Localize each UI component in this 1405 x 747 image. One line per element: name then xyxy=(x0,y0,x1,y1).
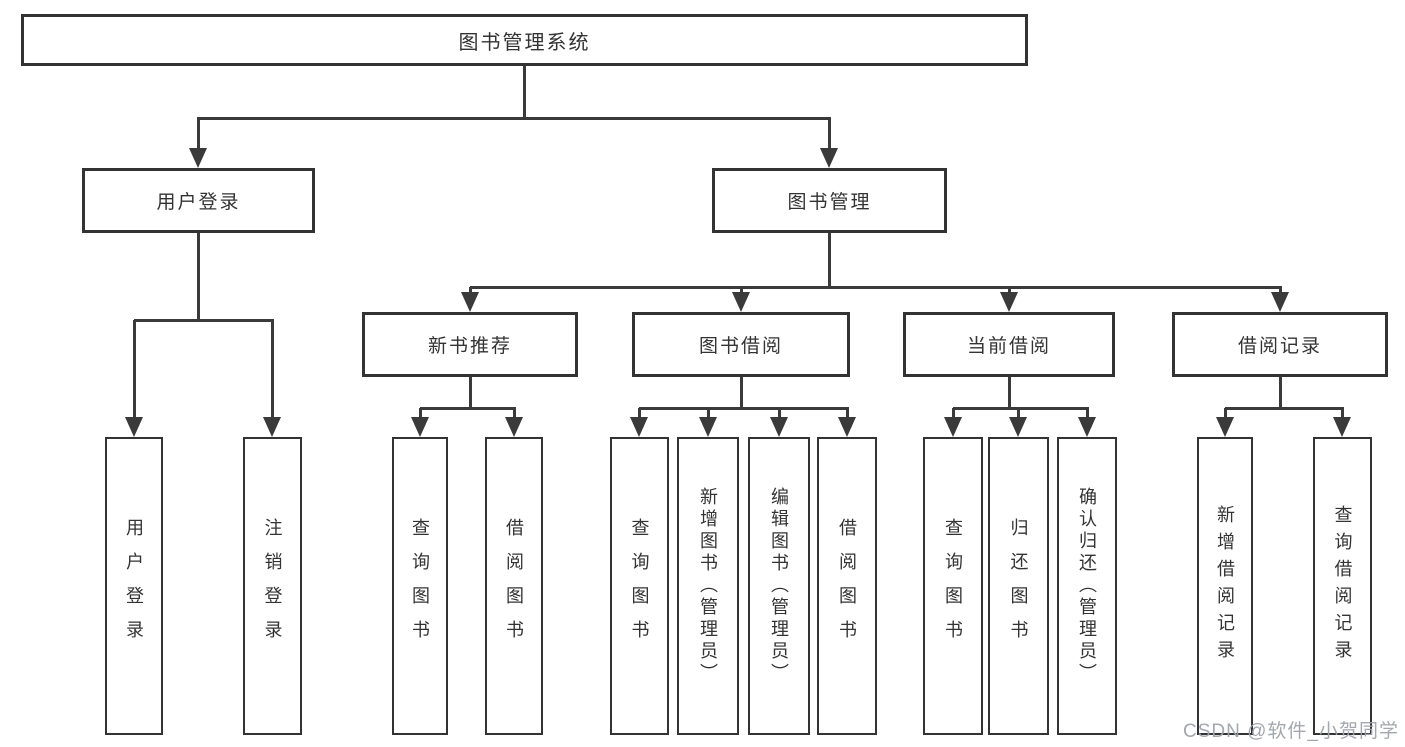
connector-line xyxy=(827,233,831,287)
connector-line xyxy=(739,377,743,408)
node-user-login: 用户登录 xyxy=(82,168,315,233)
leaf-borrow-books-recommend: 借阅图书 xyxy=(485,437,543,735)
connector-line xyxy=(1016,408,1020,419)
node-label: 图书管理 xyxy=(787,192,872,213)
leaf-user-login: 用户登录 xyxy=(105,437,163,735)
node-label: 借阅图书 xyxy=(837,518,857,654)
leaf-query-books-recommend: 查询图书 xyxy=(392,437,448,735)
connector-line xyxy=(1225,406,1344,410)
connector-line xyxy=(706,408,710,419)
connector-line xyxy=(827,118,831,150)
node-label: 确认归还（管理员） xyxy=(1077,487,1097,685)
node-label: 查询图书 xyxy=(410,518,430,654)
watermark: CSDN @软件_小贺同学 xyxy=(1183,721,1399,742)
leaf-logout: 注销登录 xyxy=(243,437,302,735)
connector-line xyxy=(777,408,781,419)
arrowhead-down-icon xyxy=(1000,292,1018,312)
arrowhead-down-icon xyxy=(411,417,429,437)
node-current-borrowing: 当前借阅 xyxy=(903,312,1115,377)
connector-line xyxy=(132,320,136,419)
leaf-borrow-books: 借阅图书 xyxy=(817,437,877,735)
leaf-confirm-return-admin: 确认归还（管理员） xyxy=(1057,437,1117,735)
arrowhead-down-icon xyxy=(1333,417,1351,437)
connector-line xyxy=(134,318,274,322)
connector-line xyxy=(953,406,1089,410)
node-label: 归还图书 xyxy=(1008,518,1029,654)
connector-line xyxy=(1223,408,1227,419)
arrowhead-down-icon xyxy=(505,417,523,437)
arrowhead-down-icon xyxy=(263,417,281,437)
connector-line xyxy=(739,287,743,294)
connector-line xyxy=(470,285,1282,289)
connector-line xyxy=(1278,287,1282,294)
node-label: 新增图书（管理员） xyxy=(698,487,718,685)
connector-line xyxy=(637,408,641,419)
arrowhead-down-icon xyxy=(1078,417,1096,437)
arrowhead-down-icon xyxy=(699,417,717,437)
arrowhead-down-icon xyxy=(770,417,788,437)
arrowhead-down-icon xyxy=(838,417,856,437)
connector-line xyxy=(420,406,516,410)
node-label: 新增借阅记录 xyxy=(1215,505,1235,667)
node-new-book-recommend: 新书推荐 xyxy=(362,312,578,377)
arrowhead-down-icon xyxy=(944,417,962,437)
arrowhead-down-icon xyxy=(125,417,143,437)
leaf-query-borrow-record: 查询借阅记录 xyxy=(1313,437,1372,735)
arrowhead-down-icon xyxy=(1216,417,1234,437)
node-label: 图书借阅 xyxy=(698,336,783,357)
node-label: 借阅图书 xyxy=(504,518,524,654)
leaf-edit-book-admin: 编辑图书（管理员） xyxy=(748,437,810,735)
node-library-system: 图书管理系统 xyxy=(21,14,1028,66)
connector-line xyxy=(639,406,849,410)
connector-line xyxy=(1085,408,1089,419)
leaf-query-books-borrow: 查询图书 xyxy=(610,437,669,735)
arrowhead-down-icon xyxy=(630,417,648,437)
arrowhead-down-icon xyxy=(189,148,207,168)
connector-line xyxy=(1007,377,1011,408)
node-label: 用户登录 xyxy=(124,518,144,654)
node-label: 注销登录 xyxy=(262,518,283,654)
leaf-add-book-admin: 新增图书（管理员） xyxy=(677,437,739,735)
node-book-management: 图书管理 xyxy=(712,168,947,233)
arrowhead-down-icon xyxy=(820,148,838,168)
connector-line xyxy=(951,408,955,419)
connector-line xyxy=(468,377,472,408)
node-book-borrowing: 图书借阅 xyxy=(632,312,850,377)
connector-line xyxy=(196,233,200,320)
connector-line xyxy=(468,287,472,294)
connector-line xyxy=(845,408,849,419)
connector-line xyxy=(418,408,422,419)
node-label: 查询图书 xyxy=(943,518,963,654)
connector-line xyxy=(512,408,516,419)
arrowhead-down-icon xyxy=(1271,292,1289,312)
leaf-return-book: 归还图书 xyxy=(988,437,1049,735)
arrowhead-down-icon xyxy=(1009,417,1027,437)
node-label: 编辑图书（管理员） xyxy=(769,487,789,685)
connector-line xyxy=(1340,408,1344,419)
connector-line xyxy=(1007,287,1011,294)
node-label: 当前借阅 xyxy=(966,336,1051,357)
connector-line xyxy=(196,118,200,150)
leaf-query-books-current: 查询图书 xyxy=(923,437,983,735)
connector-line xyxy=(270,320,274,419)
node-label: 图书管理系统 xyxy=(458,31,591,54)
node-label: 用户登录 xyxy=(156,192,241,213)
node-label: 查询图书 xyxy=(629,518,650,654)
node-borrowing-records: 借阅记录 xyxy=(1172,312,1388,377)
node-label: 查询借阅记录 xyxy=(1332,505,1353,667)
connector-line xyxy=(1278,377,1282,408)
arrowhead-down-icon xyxy=(461,292,479,312)
connector-line xyxy=(197,116,831,120)
arrowhead-down-icon xyxy=(732,292,750,312)
connector-line xyxy=(522,66,526,118)
node-label: 借阅记录 xyxy=(1237,336,1322,357)
leaf-add-borrow-record: 新增借阅记录 xyxy=(1197,437,1253,735)
node-label: 新书推荐 xyxy=(427,336,512,357)
